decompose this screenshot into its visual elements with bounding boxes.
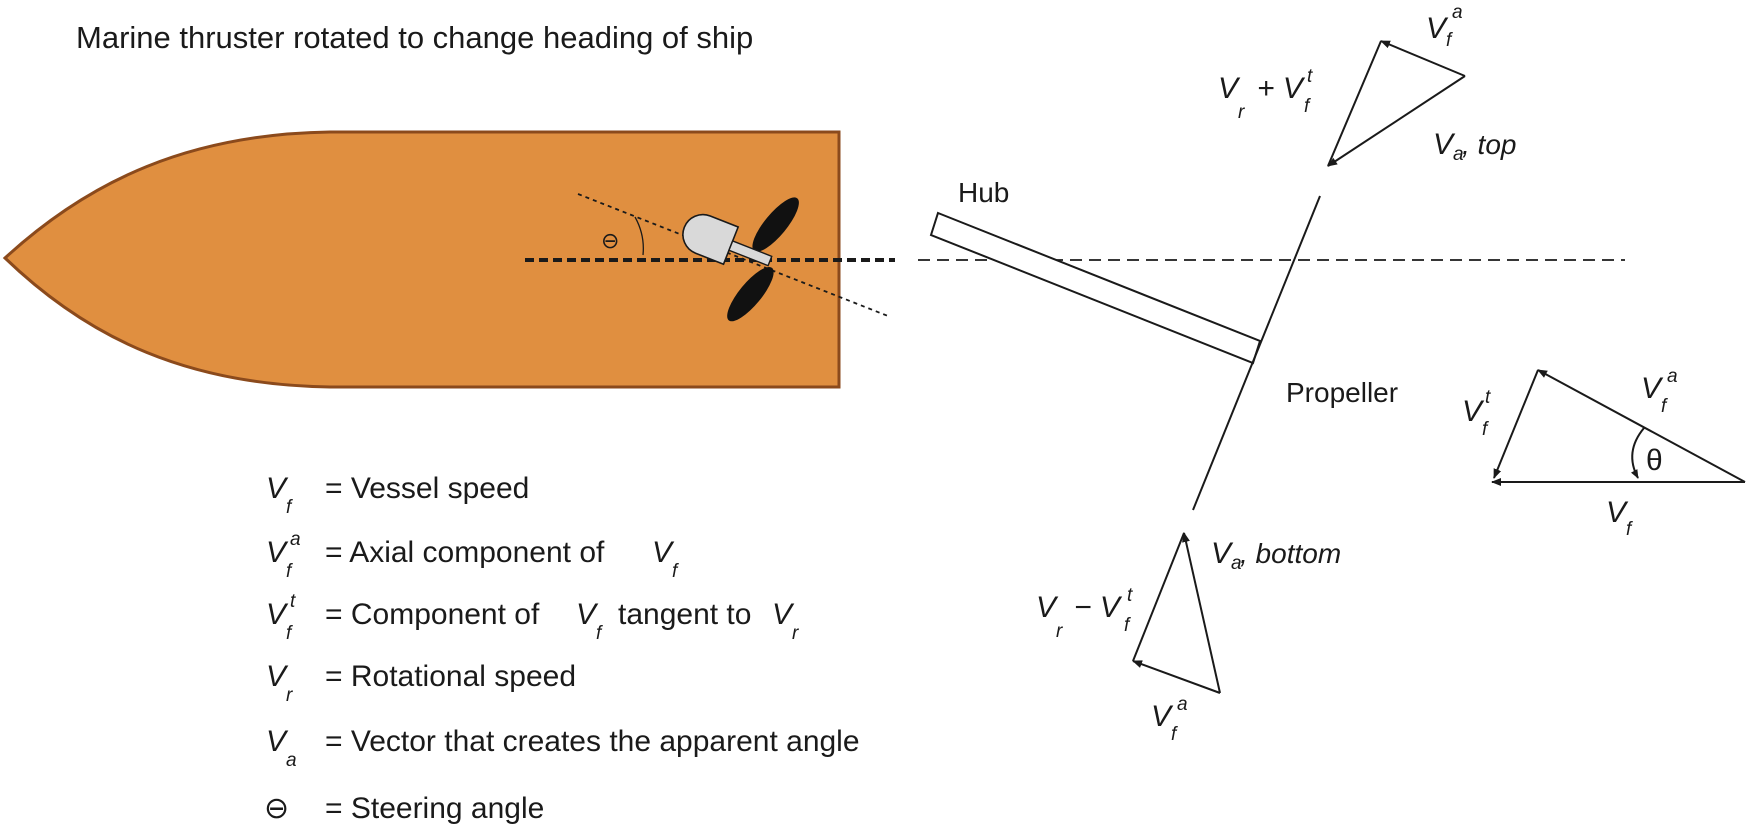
svg-text:, top: , top <box>1462 129 1516 160</box>
propeller-blade-bottom <box>727 266 774 322</box>
bottom-diff-vector <box>1132 532 1185 662</box>
svg-text:V: V <box>1151 700 1174 733</box>
right-axial-label: V f a <box>1641 366 1678 417</box>
svg-text:a: a <box>1453 144 1464 165</box>
svg-text:a: a <box>1231 553 1242 574</box>
svg-text:t: t <box>1307 66 1313 87</box>
bottom-va-vector <box>1182 532 1221 694</box>
svg-text:r: r <box>286 685 293 706</box>
top-sum-label: V r + V f t <box>1218 66 1313 123</box>
steering-angle-symbol: ⊖ <box>601 228 619 253</box>
propeller-blade-top <box>752 197 799 252</box>
legend-row-steering-angle: ⊖ = Steering angle <box>264 792 544 825</box>
svg-text:f: f <box>672 561 679 582</box>
bottom-diff-label: V r − V f t <box>1036 585 1133 642</box>
legend-row-vf-tangent: V f t = Component of V f tangent to V r <box>266 591 799 644</box>
diagram-title: Marine thruster rotated to change headin… <box>76 20 753 55</box>
thruster-pod <box>682 213 740 266</box>
svg-text:V: V <box>1426 12 1449 45</box>
svg-text:V: V <box>1211 537 1234 570</box>
svg-text:V: V <box>266 472 289 505</box>
svg-text:V: V <box>1641 372 1664 405</box>
svg-text:, bottom: , bottom <box>1240 538 1341 569</box>
ship-hull <box>2 130 841 389</box>
svg-text:= Component of: = Component of <box>325 598 540 631</box>
svg-text:= Vessel speed: = Vessel speed <box>325 472 529 505</box>
top-sum-vector <box>1327 40 1382 167</box>
hub <box>929 211 1262 365</box>
propeller-label: Propeller <box>1286 377 1398 408</box>
svg-text:t: t <box>290 591 296 612</box>
svg-text:V: V <box>266 536 289 569</box>
right-vf-tangent-vector <box>1493 369 1539 479</box>
steering-angle-arc <box>634 216 644 256</box>
svg-text:V: V <box>1036 591 1059 624</box>
legend-row-vf-axial: V f a = Axial component of V f <box>266 529 679 582</box>
svg-text:tangent to: tangent to <box>618 598 751 631</box>
svg-text:V: V <box>652 536 675 569</box>
right-vf-label: V f <box>1606 496 1633 540</box>
svg-text:V: V <box>1606 496 1629 529</box>
svg-text:V: V <box>266 598 289 631</box>
svg-text:a: a <box>286 750 297 771</box>
svg-text:f: f <box>1171 724 1178 745</box>
svg-text:V: V <box>266 725 289 758</box>
legend-row-vr: V r = Rotational speed <box>266 660 576 706</box>
svg-text:= Rotational speed: = Rotational speed <box>325 660 576 693</box>
svg-text:= Axial component of: = Axial component of <box>325 536 605 569</box>
legend-row-va: V a = Vector that creates the apparent a… <box>266 725 860 771</box>
svg-text:f: f <box>1626 519 1633 540</box>
bottom-axial-label: V f a <box>1151 694 1188 745</box>
top-axial-label: V f a <box>1426 2 1463 51</box>
svg-text:f: f <box>596 623 603 644</box>
svg-text:− V: − V <box>1074 591 1123 624</box>
legend-row-vf: V f = Vessel speed <box>266 472 529 518</box>
va-bottom-label: V a , bottom <box>1211 537 1341 574</box>
theta-arc <box>1630 427 1645 479</box>
right-vf-axial-vector <box>1537 369 1746 483</box>
svg-text:f: f <box>286 561 293 582</box>
svg-text:V: V <box>1218 72 1241 105</box>
right-tangent-label: V f t <box>1462 387 1491 440</box>
svg-text:a: a <box>290 529 301 550</box>
svg-text:+ V: + V <box>1257 72 1306 105</box>
legend: V f = Vessel speed V f a = Axial compone… <box>264 472 860 825</box>
svg-text:V: V <box>266 660 289 693</box>
theta-label: θ <box>1646 444 1663 477</box>
svg-text:f: f <box>286 497 293 518</box>
svg-text:= Steering angle: = Steering angle <box>325 792 544 825</box>
svg-text:a: a <box>1177 694 1188 715</box>
bottom-vf-axial-vector <box>1132 660 1221 694</box>
svg-text:f: f <box>1446 30 1453 51</box>
svg-text:f: f <box>1124 615 1131 636</box>
svg-text:r: r <box>1238 102 1245 123</box>
svg-text:V: V <box>772 598 795 631</box>
thruster-shaft <box>728 240 773 267</box>
top-vf-axial-vector <box>1380 40 1466 77</box>
svg-text:r: r <box>792 623 799 644</box>
svg-text:f: f <box>286 623 293 644</box>
propeller-line <box>1192 195 1321 511</box>
svg-text:V: V <box>576 598 599 631</box>
svg-text:t: t <box>1485 387 1491 408</box>
svg-text:V: V <box>1462 395 1485 428</box>
hub-label: Hub <box>958 177 1009 208</box>
svg-text:r: r <box>1056 621 1063 642</box>
svg-text:⊖: ⊖ <box>264 792 289 825</box>
svg-text:a: a <box>1452 2 1463 23</box>
svg-text:f: f <box>1304 96 1311 117</box>
svg-text:f: f <box>1661 396 1668 417</box>
svg-text:f: f <box>1482 419 1489 440</box>
svg-text:= Vector that creates the appa: = Vector that creates the apparent angle <box>325 725 860 758</box>
top-va-vector <box>1327 75 1466 167</box>
thruster <box>682 197 799 322</box>
svg-text:V: V <box>1433 128 1456 161</box>
va-top-label: V a , top <box>1433 128 1516 165</box>
svg-text:t: t <box>1127 585 1133 606</box>
svg-text:a: a <box>1667 366 1678 387</box>
